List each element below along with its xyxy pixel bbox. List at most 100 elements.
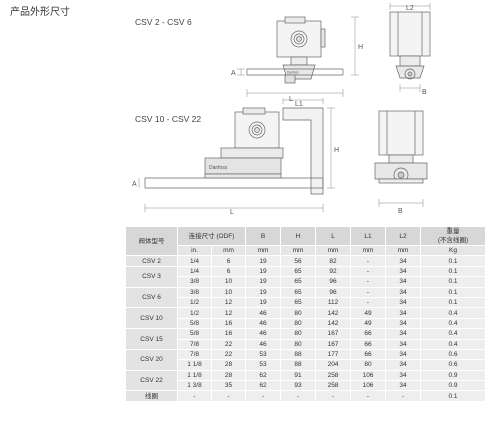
cell-l2: 34 — [385, 317, 422, 330]
dim-A-label-bottom: A — [132, 181, 137, 188]
cell-b: - — [245, 390, 282, 402]
cell-l1: 49 — [350, 307, 387, 319]
table-row: 线圈-------0.1 — [125, 390, 487, 402]
dim-L-label-bottom: L — [230, 209, 234, 216]
unit-in: in. — [177, 244, 212, 257]
cell-l: 142 — [315, 307, 352, 319]
brand-logo-bottom: Danfoss — [209, 165, 228, 171]
model-cell: CSV 20 — [125, 348, 178, 371]
cell-kg: 0.1 — [420, 265, 487, 278]
cell-l: 167 — [315, 328, 352, 340]
cell-h: 65 — [280, 286, 317, 298]
cell-h: 56 — [280, 255, 317, 267]
cell-b: 46 — [245, 307, 282, 319]
cell-in: 3/8 — [177, 286, 212, 298]
unit-weight: Kg — [420, 244, 487, 257]
cell-h: 80 — [280, 338, 317, 350]
cell-in: 1 1/8 — [177, 359, 212, 371]
model-cell: CSV 22 — [125, 369, 178, 392]
cell-l2: - — [385, 390, 422, 402]
header-L1: L1 — [350, 226, 387, 246]
unit-H: mm — [280, 244, 317, 257]
header-model: 阀体型号 — [125, 225, 178, 257]
cell-in: 7/8 — [177, 338, 212, 350]
unit-B: mm — [245, 244, 282, 257]
cell-kg: 0.9 — [420, 380, 487, 392]
table-header-row: 阀体型号 连接尺寸 (ODF) B H L L1 L2 重量 (不含线圈) — [125, 225, 487, 257]
cell-b: 46 — [245, 317, 282, 330]
cell-kg: 0.1 — [420, 296, 487, 309]
cell-l1: - — [350, 255, 387, 267]
cell-l1: 106 — [350, 380, 387, 392]
header-weight: 重量 (不含线圈) — [420, 226, 487, 246]
cell-in: 5/8 — [177, 328, 212, 340]
cell-l2: 34 — [385, 328, 422, 340]
cell-l1: 106 — [350, 369, 387, 382]
cell-in: 1/4 — [177, 255, 212, 267]
cell-l: 142 — [315, 317, 352, 330]
cell-l: 258 — [315, 380, 352, 392]
cell-b: 53 — [245, 359, 282, 371]
valve-drawing-large-front: L L1 H A Danfoss — [132, 98, 339, 216]
cell-h: 93 — [280, 380, 317, 392]
cell-h: 65 — [280, 265, 317, 278]
cell-l: - — [315, 390, 352, 402]
cell-l2: 34 — [385, 338, 422, 350]
cell-h: - — [280, 390, 317, 402]
header-H: H — [280, 226, 317, 246]
unit-L2: mm — [385, 244, 422, 257]
cell-b: 62 — [245, 369, 282, 382]
header-connection: 连接尺寸 (ODF) — [176, 226, 247, 246]
cell-b: 19 — [245, 255, 282, 267]
cell-h: 88 — [280, 348, 317, 361]
cell-h: 80 — [280, 307, 317, 319]
unit-L: mm — [315, 244, 352, 257]
valve-drawing-small-front: L A H Danfoss — [231, 16, 363, 103]
cell-mm: 16 — [210, 328, 247, 340]
cell-mm: 6 — [210, 255, 247, 267]
drawing-label-csv10-csv22: CSV 10 - CSV 22 — [135, 114, 202, 124]
cell-l: 96 — [315, 286, 352, 298]
drawing-label-csv2-csv6: CSV 2 - CSV 6 — [135, 17, 192, 27]
model-cell: CSV 15 — [125, 328, 178, 350]
cell-l1: 49 — [350, 317, 387, 330]
model-cell: CSV 6 — [125, 286, 178, 309]
cell-b: 53 — [245, 348, 282, 361]
cell-mm: 10 — [210, 286, 247, 298]
cell-mm: 6 — [210, 265, 247, 278]
cell-mm: 16 — [210, 317, 247, 330]
cell-kg: 0.4 — [420, 317, 487, 330]
cell-b: 62 — [245, 380, 282, 392]
cell-mm: 22 — [210, 338, 247, 350]
cell-in: 5/8 — [177, 317, 212, 330]
cell-kg: 0.1 — [420, 390, 487, 402]
cell-kg: 0.9 — [420, 369, 487, 382]
cell-in: 1 3/8 — [177, 380, 212, 392]
cell-h: 65 — [280, 276, 317, 288]
cell-in: - — [177, 390, 212, 402]
cell-h: 65 — [280, 296, 317, 309]
cell-l2: 34 — [385, 265, 422, 278]
model-cell: CSV 3 — [125, 265, 178, 288]
dim-B-label-top: B — [422, 89, 427, 96]
cell-b: 46 — [245, 338, 282, 350]
cell-mm: 35 — [210, 380, 247, 392]
cell-in: 1/2 — [177, 307, 212, 319]
cell-l1: 66 — [350, 338, 387, 350]
cell-l2: 34 — [385, 286, 422, 298]
brand-logo: Danfoss — [287, 71, 299, 75]
dim-H-label-bottom: H — [334, 147, 339, 154]
cell-l: 82 — [315, 255, 352, 267]
header-L: L — [315, 226, 352, 246]
model-cell: CSV 2 — [125, 255, 178, 267]
cell-in: 7/8 — [177, 348, 212, 361]
model-cell: CSV 10 — [125, 307, 178, 330]
cell-l2: 34 — [385, 359, 422, 371]
cell-l2: 34 — [385, 380, 422, 392]
cell-kg: 0.4 — [420, 338, 487, 350]
page-title: 产品外形尺寸 — [10, 7, 70, 18]
